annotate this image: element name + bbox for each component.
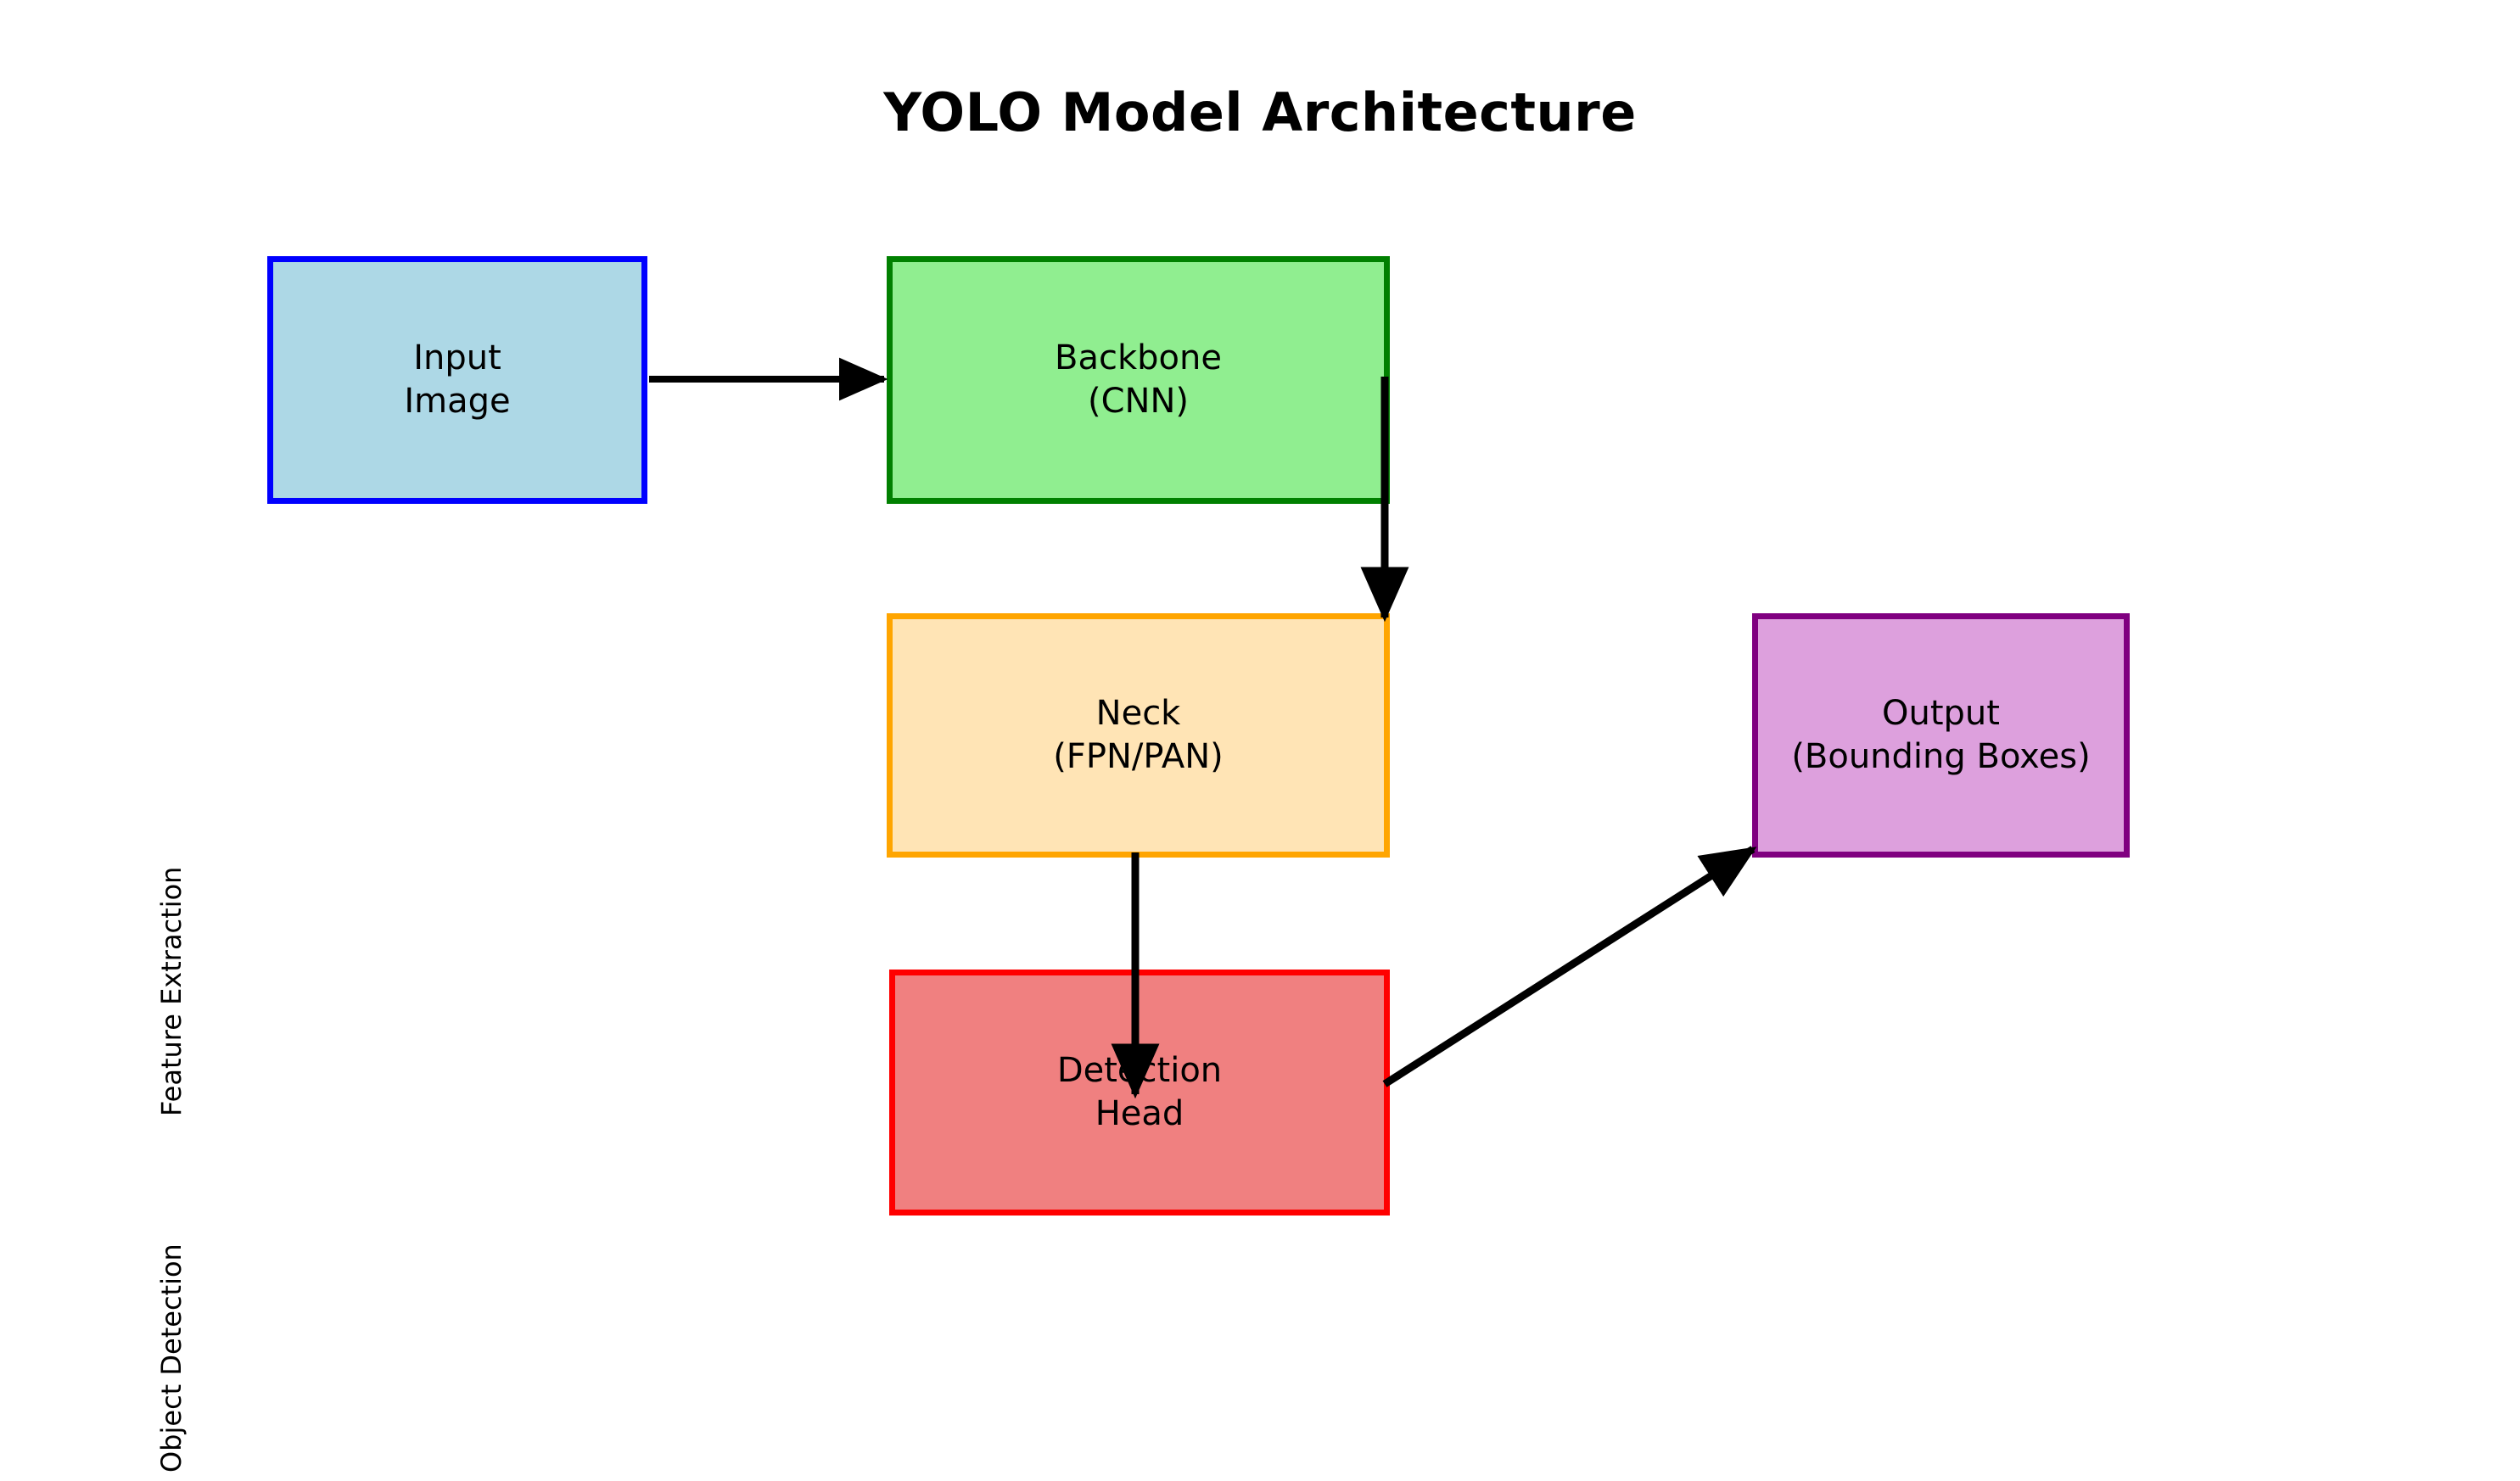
node-neck[interactable]: Neck (FPN/PAN) xyxy=(887,613,1390,858)
side-label-feature-extraction: Feature Extraction xyxy=(155,866,188,1116)
node-output[interactable]: Output (Bounding Boxes) xyxy=(1752,613,2130,858)
node-input-image[interactable]: Input Image xyxy=(267,256,647,504)
node-neck-label: Neck (FPN/PAN) xyxy=(1053,693,1224,776)
node-output-label: Output (Bounding Boxes) xyxy=(1791,693,2091,776)
node-backbone[interactable]: Backbone (CNN) xyxy=(887,256,1390,504)
side-label-object-detection: Object Detection xyxy=(155,1243,188,1473)
node-input-image-label: Input Image xyxy=(404,338,511,421)
node-detection-head[interactable]: Detection Head xyxy=(889,970,1390,1216)
arrow-head-to-output xyxy=(1382,846,1757,1087)
page-title: YOLO Model Architecture xyxy=(883,81,1637,143)
node-detection-head-label: Detection Head xyxy=(1056,1050,1223,1133)
node-backbone-label: Backbone (CNN) xyxy=(1055,338,1222,421)
